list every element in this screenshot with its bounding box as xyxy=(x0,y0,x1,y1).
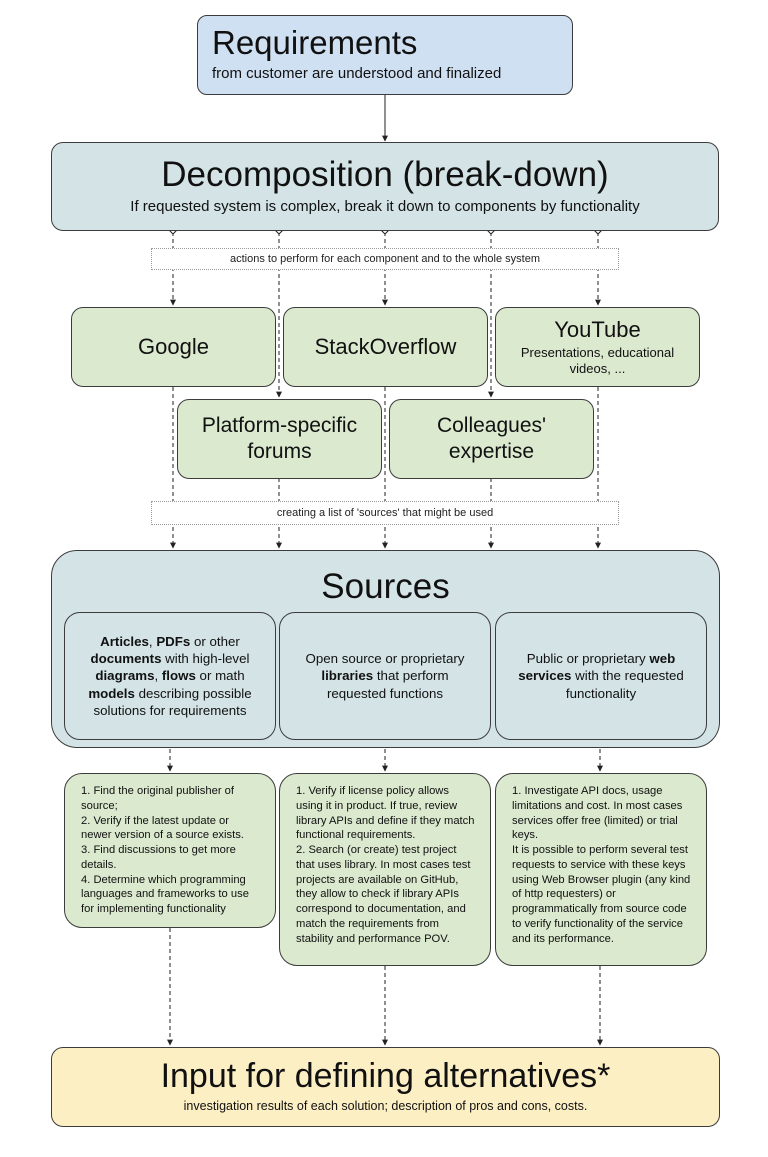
rich-segment: Public or proprietary xyxy=(526,651,650,667)
rich-segment: or other xyxy=(190,633,240,649)
articles-step-2: 2. Verify if the latest update or newer … xyxy=(81,814,244,842)
requirements-title: Requirements xyxy=(212,24,418,62)
rich-segment: models xyxy=(88,685,135,701)
output-box: Input for defining alternatives* investi… xyxy=(51,1047,720,1127)
stackoverflow-label: StackOverflow xyxy=(314,334,457,359)
articles-source-text: Articles, PDFs or other documents with h… xyxy=(65,633,275,719)
rich-segment: , xyxy=(148,633,157,649)
webservices-steps: 1. Investigate API docs, usage limitatio… xyxy=(495,773,707,966)
libraries-source-text: Open source or proprietary libraries tha… xyxy=(280,650,490,702)
rich-segment: , xyxy=(154,668,162,684)
rich-segment: PDFs xyxy=(156,633,191,649)
articles-step-3: 3. Find discussions to get more details. xyxy=(81,844,239,871)
rich-segment: web services xyxy=(518,651,676,684)
articles-step-1: 1. Find the original publisher of source… xyxy=(81,785,238,812)
google-label: Google xyxy=(138,334,209,359)
rich-segment: flows xyxy=(161,668,196,684)
libraries-step-1: 1. Verify if license policy allows using… xyxy=(296,785,478,842)
webservices-source-box: Public or proprietary web services with … xyxy=(495,612,707,740)
youtube-subtitle: Presentations, educational videos, ... xyxy=(520,344,675,376)
rich-segment: with the requested functionality xyxy=(565,668,684,701)
decomposition-subtitle: If requested system is complex, break it… xyxy=(130,197,640,215)
output-title: Input for defining alternatives* xyxy=(160,1057,611,1096)
sources-note: creating a list of 'sources' that might … xyxy=(151,501,619,525)
colleagues-box: Colleagues' expertise xyxy=(389,399,594,479)
rich-segment: Articles xyxy=(100,633,149,649)
libraries-source-box: Open source or proprietary libraries tha… xyxy=(279,612,491,740)
articles-steps: 1. Find the original publisher of source… xyxy=(64,773,276,928)
youtube-box: YouTube Presentations, educational video… xyxy=(495,307,700,387)
articles-source-box: Articles, PDFs or other documents with h… xyxy=(64,612,276,740)
rich-segment: diagrams xyxy=(95,668,155,684)
google-box: Google xyxy=(71,307,276,387)
webservices-step-2: It is possible to perform several test r… xyxy=(512,844,694,945)
libraries-step-2: 2. Search (or create) test project that … xyxy=(296,844,474,945)
output-subtitle: investigation results of each solution; … xyxy=(183,1099,588,1114)
requirements-box: Requirements from customer are understoo… xyxy=(197,15,573,95)
actions-note: actions to perform for each component an… xyxy=(151,248,619,270)
rich-segment: Open source or proprietary xyxy=(305,651,465,667)
sources-title: Sources xyxy=(321,567,450,606)
stackoverflow-box: StackOverflow xyxy=(283,307,488,387)
decomposition-title: Decomposition (break-down) xyxy=(161,154,609,194)
decomposition-box: Decomposition (break-down) If requested … xyxy=(51,142,719,231)
webservices-step-1: 1. Investigate API docs, usage limitatio… xyxy=(512,785,686,842)
forums-label: Platform-specific forums xyxy=(201,413,358,463)
libraries-steps: 1. Verify if license policy allows using… xyxy=(279,773,491,966)
webservices-source-text: Public or proprietary web services with … xyxy=(496,650,706,702)
forums-box: Platform-specific forums xyxy=(177,399,382,479)
rich-segment: libraries xyxy=(321,668,374,684)
rich-segment: documents xyxy=(90,651,162,667)
requirements-subtitle: from customer are understood and finaliz… xyxy=(212,64,502,82)
youtube-title: YouTube xyxy=(554,316,641,342)
rich-segment: with high-level xyxy=(161,651,250,667)
rich-segment: describing possible solutions for requir… xyxy=(93,685,252,718)
rich-segment: or math xyxy=(195,668,245,684)
articles-step-4: 4. Determine which programming languages… xyxy=(81,873,253,916)
colleagues-label: Colleagues' expertise xyxy=(436,413,547,463)
rich-segment: that perform requested functions xyxy=(326,668,449,701)
